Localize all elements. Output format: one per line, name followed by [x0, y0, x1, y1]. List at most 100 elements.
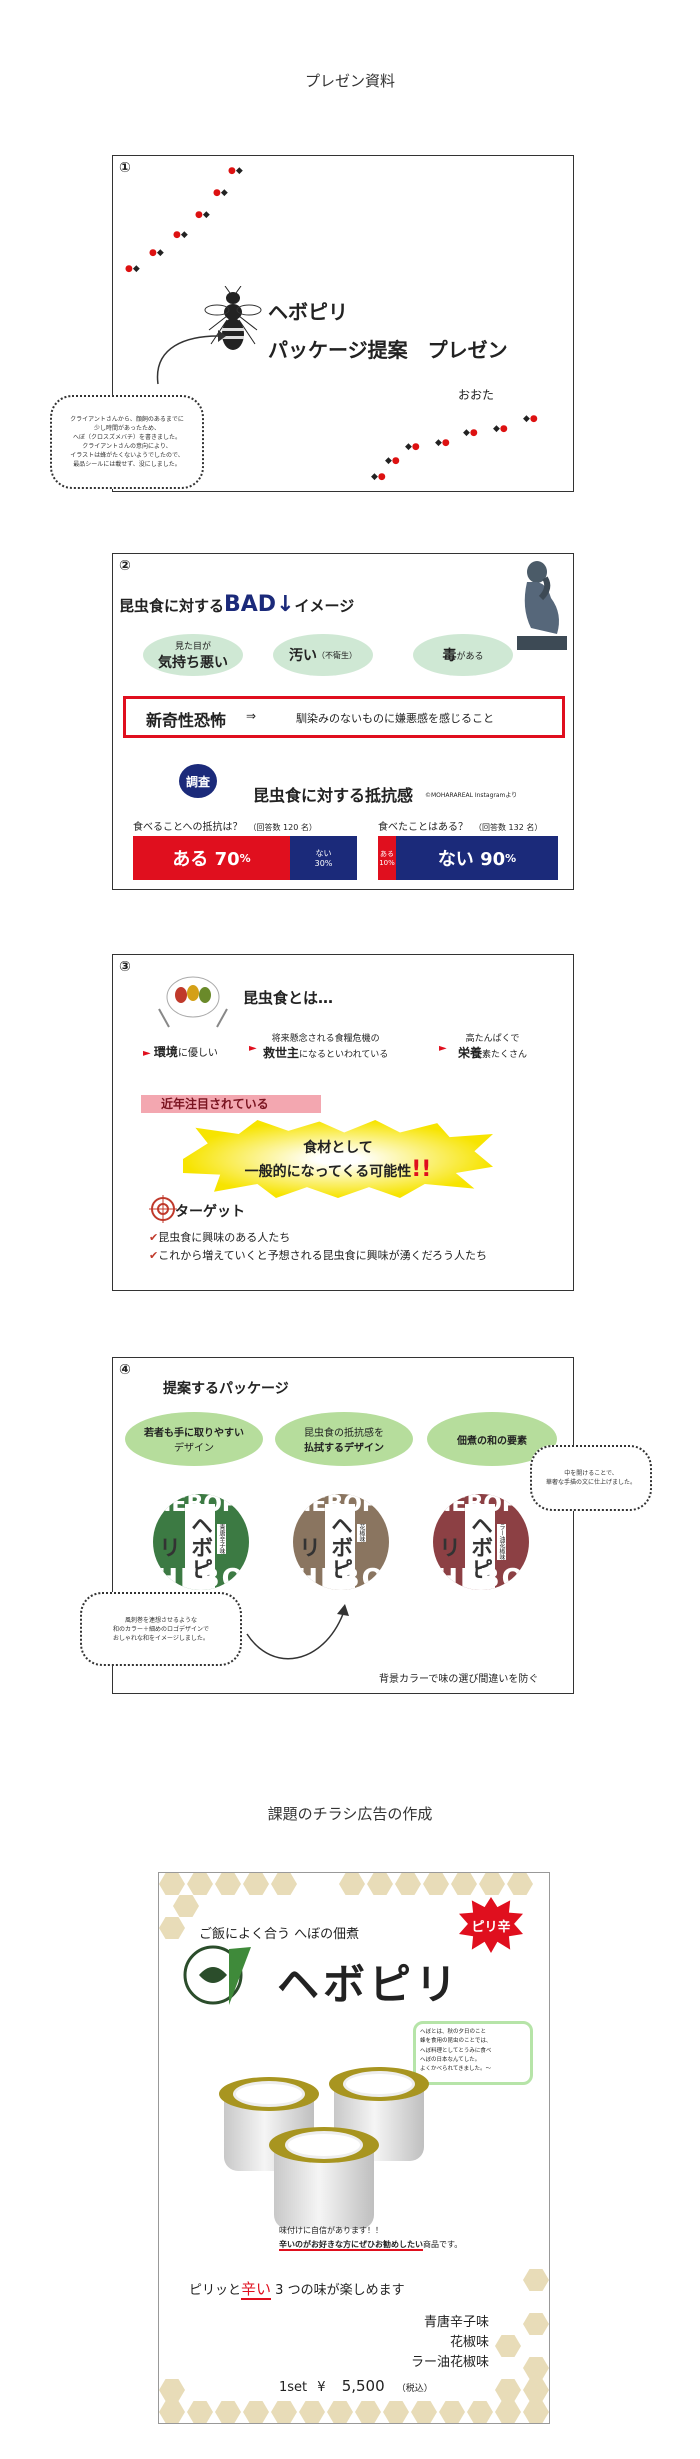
oval-line2: デザイン	[174, 1443, 214, 1454]
hex-decoration	[523, 2379, 549, 2401]
q2-no-pct: %	[505, 851, 517, 865]
jar-image	[269, 2123, 379, 2233]
logo-bottom: HEBO	[296, 1564, 386, 1590]
slide-number: ②	[119, 558, 131, 574]
hex-decoration	[495, 2401, 521, 2423]
trend-label: 近年注目されている	[141, 1095, 321, 1113]
package-logo-green: HEBOPIRI ヘボピリ HEBO 青唐辛子味	[153, 1494, 249, 1590]
point-arrow-icon: ►	[439, 1043, 447, 1054]
bubble-line: 少し時間があったため、	[93, 425, 160, 432]
q1-yes-text: ある 70	[172, 849, 240, 870]
oval-line2: 払拭するデザイン	[304, 1443, 384, 1454]
hex-decoration	[367, 1873, 393, 1895]
presentation-heading: プレゼン資料	[304, 72, 395, 90]
ant-icon: ●◆	[125, 264, 140, 274]
ant-icon: ◆●	[371, 472, 386, 482]
speech-line: へぼ料理としてとうみに食べ	[420, 2047, 492, 2054]
point-3: 高たんぱくで 栄養素たくさん	[458, 1031, 527, 1061]
hex-decoration	[187, 2401, 213, 2423]
slide-number: ④	[119, 1362, 131, 1378]
flyer: ご飯によく合う へぼの佃煮 ヘボピリ ピリ辛 へぼとは、秋の夕日のこと 蜂を食用…	[158, 1872, 550, 2424]
oval-main: 毒	[442, 648, 457, 664]
bubble-line: 華奢な手描の文に仕上げました。	[545, 1479, 636, 1486]
q1-no-label: ない	[315, 849, 332, 858]
price-tax: （税込）	[396, 2384, 433, 2394]
bubble-line: おしゃれな和をイメージしました。	[113, 1634, 209, 1642]
ant-icon: ●◆	[228, 166, 243, 176]
speech-box: へぼとは、秋の夕日のこと 蜂を食用の昆虫のことでは、 へぼ料理としてとうみに食べ…	[413, 2021, 533, 2085]
oval-line1: 若者も手に取りやすい	[144, 1428, 244, 1439]
hex-decoration	[395, 1873, 421, 1895]
spicy-badge: ピリ辛	[459, 1897, 523, 1953]
logo-name: ヘボピリ	[295, 1504, 355, 1590]
hex-decoration	[479, 1873, 505, 1895]
brand-logo-icon	[183, 1945, 251, 2005]
caption: 背景カラーで味の選び間違いを防ぐ	[379, 1674, 539, 1685]
q2-yes-label: ある	[380, 850, 394, 858]
lead-post: 3 つの味が楽しめます	[271, 2283, 405, 2298]
hex-decoration	[243, 1873, 269, 1895]
flavor-item: ラー油花椒味	[410, 2355, 489, 2371]
speech-line: よくかべられてきました。～	[420, 2066, 492, 2073]
q1-question: 食べることへの抵抗は？	[133, 822, 243, 833]
target-icon	[149, 1195, 177, 1223]
bubble-line: クライアントさんの意向により、	[82, 443, 172, 450]
hex-decoration	[159, 2379, 185, 2401]
hex-decoration	[411, 2401, 437, 2423]
burst-text: 食材として 一般的になってくる可能性!!	[183, 1137, 493, 1182]
wasp-icon	[204, 286, 262, 350]
note-line-1: 味付けに自信があります！！	[279, 2226, 383, 2235]
flavor-item: 花椒味	[449, 2335, 489, 2351]
bubble-line: へぼ（クロスズメバチ）を書きました。	[72, 434, 181, 441]
speech-line: へぼとは、秋の夕日のこと	[420, 2029, 487, 2035]
note-line-2: 辛いのがお好きな方にぜひお勧めしたい商品です。	[279, 2239, 462, 2251]
oval-top: 見た目が	[174, 641, 211, 652]
title-bad: BAD↓	[224, 592, 295, 617]
curved-arrow-icon	[246, 1604, 349, 1660]
ant-icon: ◆●	[385, 456, 400, 466]
hex-decoration	[215, 2401, 241, 2423]
lead-text: ピリッと辛い 3 つの味が楽しめます	[189, 2278, 405, 2300]
slide-title: ヘボピリ	[268, 300, 348, 324]
point-2: 将来懸念される食糧危機の 救世主になるといわれている	[263, 1031, 388, 1061]
target-text: これから増えていくと予想される昆虫食に興味が湧くだろう人たち	[158, 1249, 488, 1262]
hex-decoration	[299, 2401, 325, 2423]
price: 1set ¥ 5,500 （税込）	[279, 2377, 433, 2395]
q2-note: （回答数 132 名）	[474, 823, 543, 832]
ant-icon: ◆●	[523, 414, 538, 424]
title-prefix: 昆虫食に対する	[119, 597, 225, 615]
price-set: 1set	[279, 2380, 308, 2395]
image-oval: 汚い（不衛生）	[273, 634, 373, 676]
q1-yes-segment: ある 70%	[133, 836, 290, 880]
hex-decoration	[271, 2401, 297, 2423]
bubble-line: クライアントさんから、顔飼のあるまでに	[70, 416, 184, 423]
survey-title: 昆虫食に対する抵抗感	[253, 786, 414, 805]
flavor-item: 青唐辛子味	[423, 2315, 489, 2330]
note-strong: 辛いのがお好きな方にぜひお勧めしたい	[279, 2240, 423, 2251]
point-main: 救世主	[263, 1046, 300, 1060]
ant-icon: ●◆	[195, 210, 210, 220]
q2-question: 食べたことはある？	[378, 822, 468, 833]
target-text: 昆虫食に興味のある人たち	[158, 1231, 291, 1244]
q2-yes-val: 10%	[379, 859, 395, 867]
flyer-heading: 課題のチラシ広告の作成	[267, 1805, 433, 1823]
logo-bottom: HEBO	[156, 1564, 246, 1590]
neophobia-desc: 馴染みのないものに嫌悪感を感じること	[296, 712, 494, 725]
hex-decoration	[187, 1873, 213, 1895]
target-item: ✔これから増えていくと予想される昆虫食に興味が湧くだろう人たち	[149, 1249, 488, 1262]
slide-title: 提案するパッケージ	[163, 1381, 289, 1397]
point-rest: 素たくさん	[482, 1050, 528, 1060]
hex-decoration	[495, 2335, 521, 2357]
bubble-line: 風刺巻を連想させるような	[124, 1616, 197, 1624]
hex-decoration	[523, 2313, 549, 2335]
logo-sub: 青唐辛子味	[217, 1524, 226, 1554]
q1-yes-pct: %	[239, 851, 251, 865]
comment-bubble: 風刺巻を連想させるような和のカラー＋細めのロゴデザインでおしゃれな和をイメージし…	[80, 1592, 242, 1666]
tagline: ご飯によく合う へぼの佃煮	[199, 1927, 360, 1942]
oval-sub: （不衛生）	[317, 650, 357, 660]
bubble-line: 和のカラー＋細めのロゴデザインで	[112, 1625, 209, 1633]
hex-decoration	[339, 1873, 365, 1895]
lead-pre: ピリッと	[189, 2283, 242, 2298]
